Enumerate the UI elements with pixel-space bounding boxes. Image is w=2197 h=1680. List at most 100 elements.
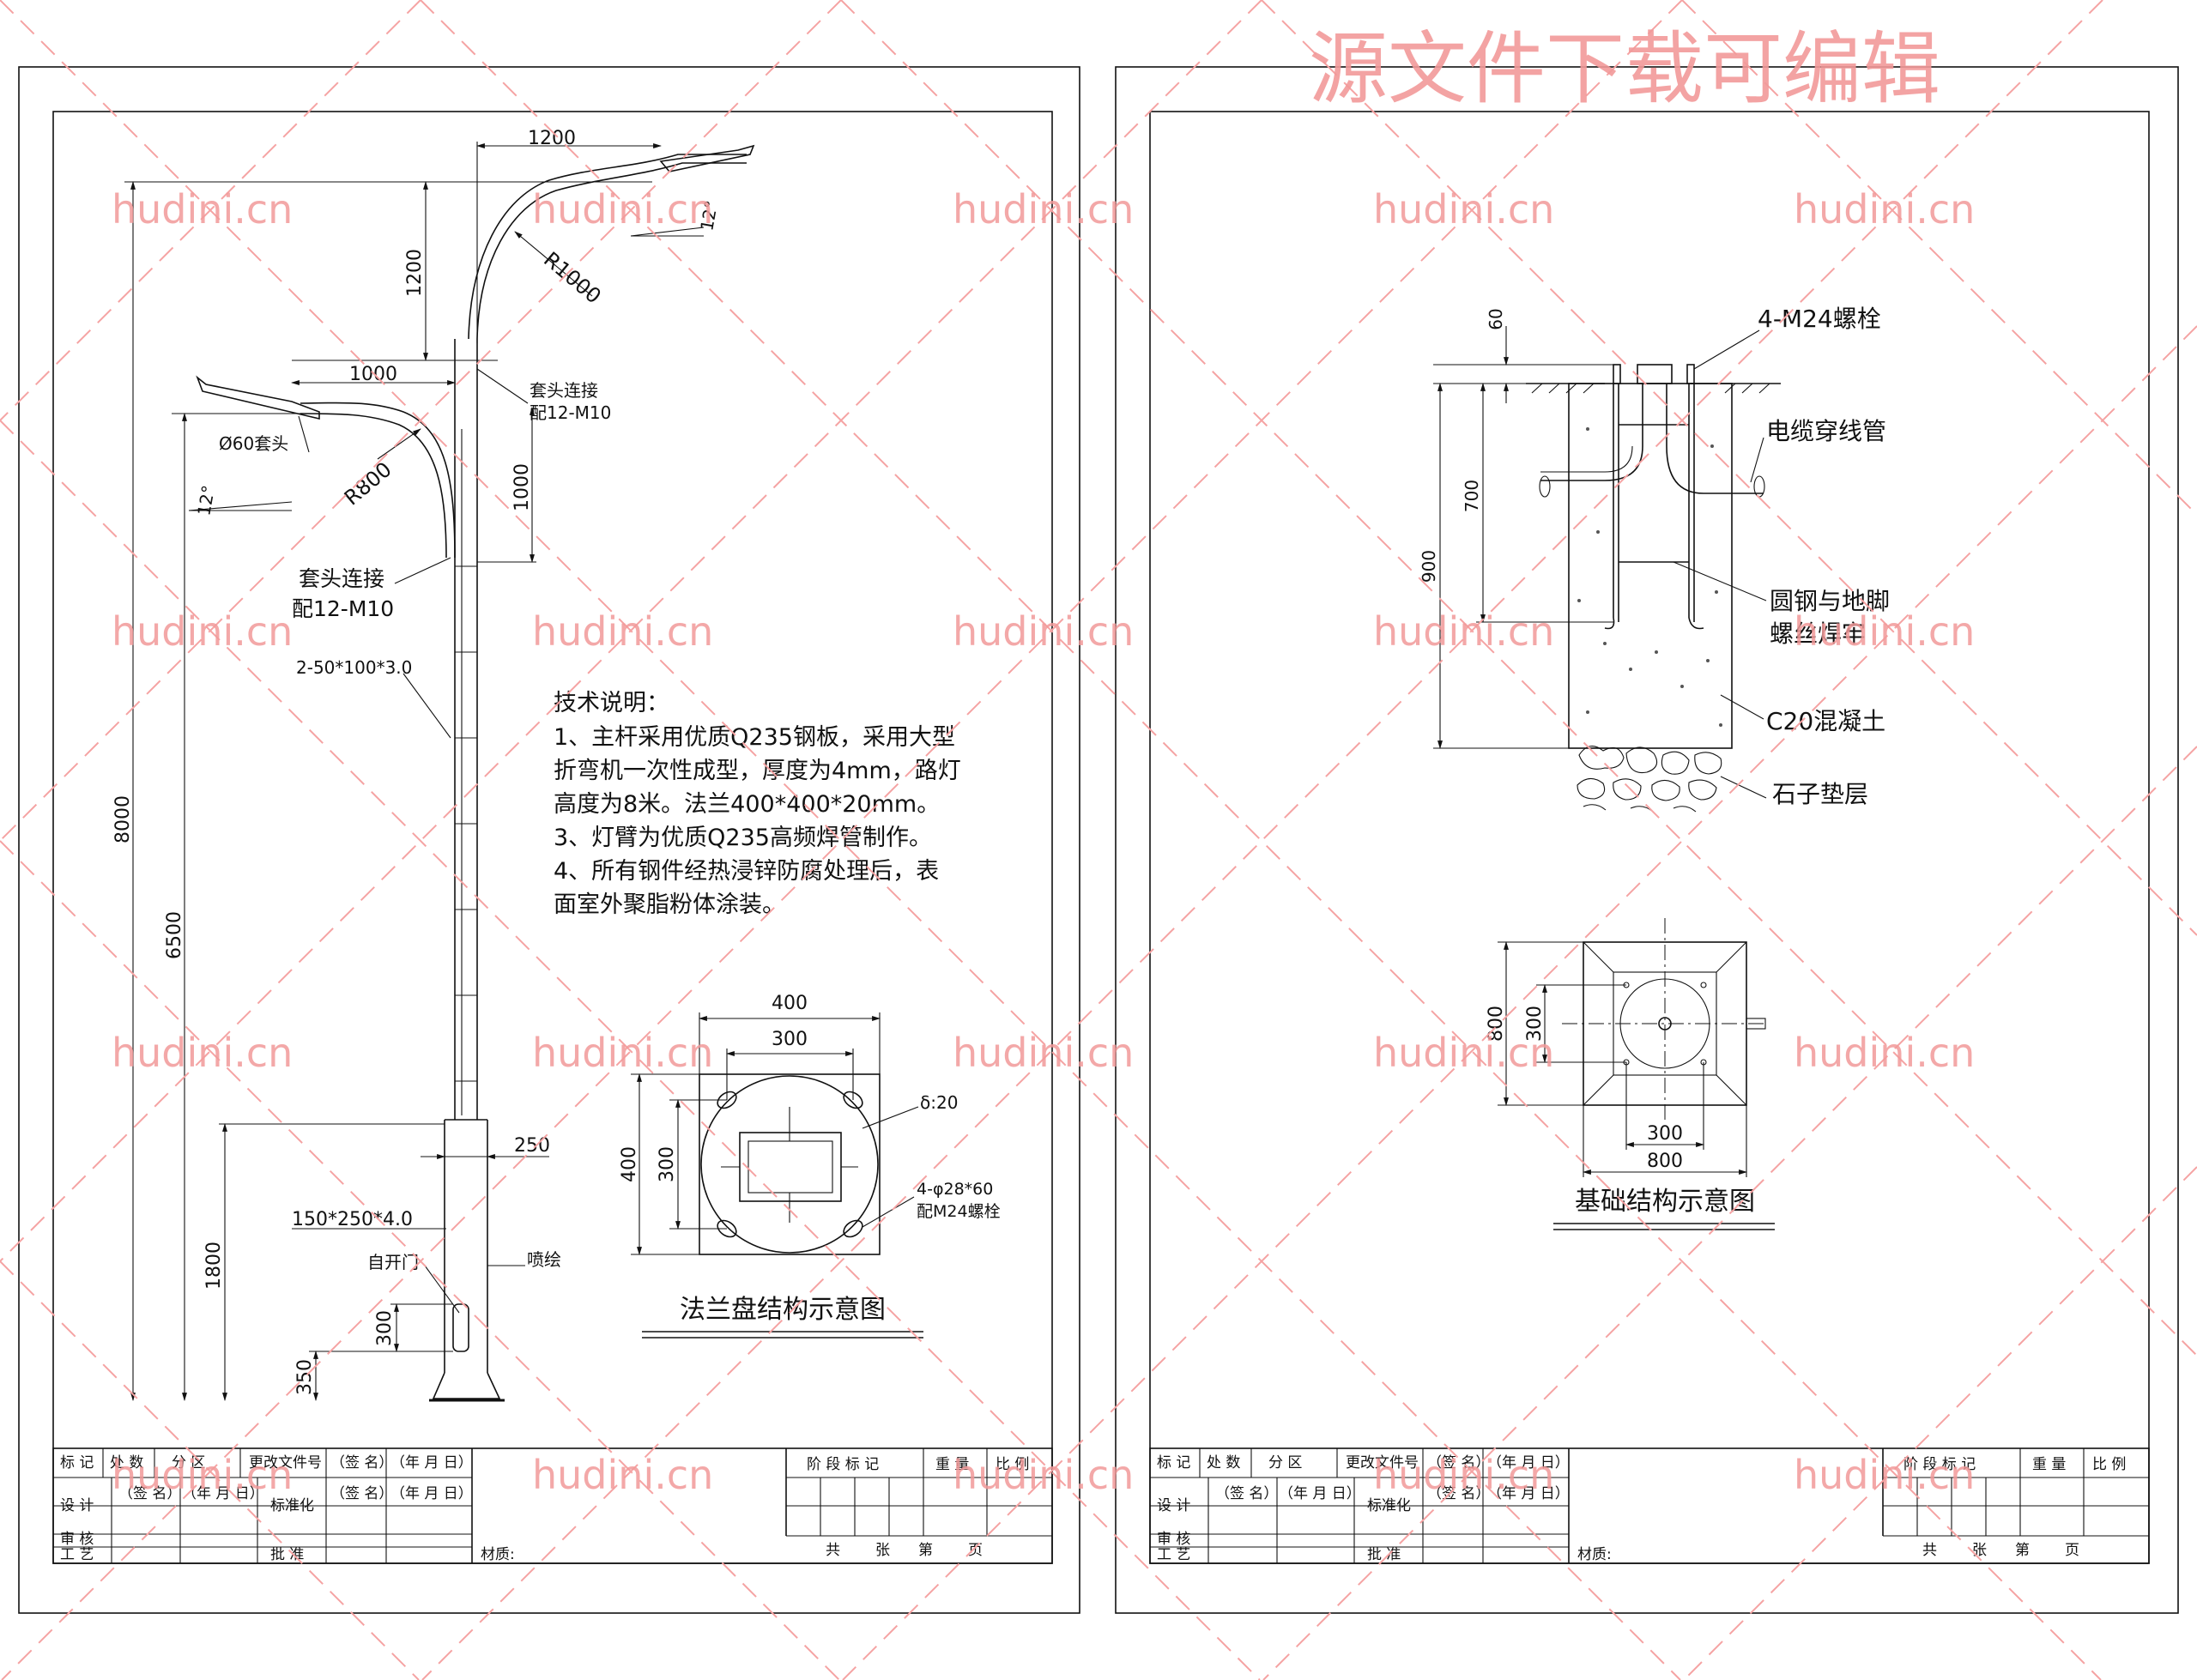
flange-dim-400-top: 400 bbox=[772, 993, 808, 1014]
dim-1000-left: 1000 bbox=[349, 364, 397, 385]
tb-r-r1-1: 处 数 bbox=[1207, 1454, 1240, 1472]
tb-l-stage: 阶 段 标 记 bbox=[807, 1456, 879, 1473]
sheet-frames bbox=[18, 66, 2179, 1614]
technical-notes: 技术说明： 1、主杆采用优质Q235钢板，采用大型 折弯机一次性成型，厚度为4m… bbox=[554, 690, 961, 918]
label-section-lower: 150*250*4.0 bbox=[292, 1209, 413, 1230]
foundation-dim-700: 700 bbox=[1462, 480, 1482, 512]
wm-14: hudini.cn bbox=[1794, 1030, 1975, 1076]
tb-r-r2-2: （年 月 日） bbox=[1279, 1485, 1361, 1502]
wm-2: hudini.cn bbox=[953, 186, 1134, 233]
foundation-dim-60: 60 bbox=[1486, 308, 1506, 329]
tb-l-r2-2: （年 月 日） bbox=[182, 1485, 264, 1502]
plan-dim-800-side: 800 bbox=[1486, 1006, 1507, 1042]
label-sleeve-mid-1: 套头连接 bbox=[299, 566, 384, 591]
tb-l-r2-1: （签 名） bbox=[118, 1485, 181, 1502]
label-weld-2: 螺丝焊牢 bbox=[1770, 619, 1866, 648]
tb-l-r2-3: 标准化 bbox=[270, 1497, 314, 1514]
label-gravel: 石子垫层 bbox=[1772, 780, 1868, 808]
tb-r-page: 页 bbox=[2065, 1542, 2079, 1559]
wm-12: hudini.cn bbox=[953, 1030, 1134, 1076]
dim-1800: 1800 bbox=[203, 1242, 225, 1290]
notes-line-3: 高度为8米。法兰400*400*20mm。 bbox=[554, 791, 940, 818]
tb-r-r2-0: 设 计 bbox=[1157, 1497, 1190, 1514]
dim-r800: R800 bbox=[340, 457, 396, 511]
wm-5: hudini.cn bbox=[112, 608, 293, 655]
tb-l-r2-0: 设 计 bbox=[60, 1497, 94, 1514]
tb-r-sheet: 张 bbox=[1972, 1542, 1987, 1559]
foundation-dim-900: 900 bbox=[1419, 550, 1439, 583]
tb-l-pageno: 第 bbox=[918, 1542, 933, 1559]
title-block-right: 标 记 处 数 分 区 更改文件号 （签 名） （年 月 日） 设 计 （签 名… bbox=[1149, 1447, 2150, 1564]
wm-13: hudini.cn bbox=[1373, 1030, 1554, 1076]
wm-19: hudini.cn bbox=[1794, 1452, 1975, 1498]
tb-l-total: 共 bbox=[826, 1542, 840, 1559]
tb-l-r1-1: 处 数 bbox=[110, 1454, 143, 1472]
notes-line-4: 3、灯臂为优质Q235高频焊管制作。 bbox=[554, 825, 932, 851]
label-weld-1: 圆钢与地脚 bbox=[1770, 587, 1890, 615]
plan-dim-300-side: 300 bbox=[1524, 1006, 1546, 1042]
plan-dim-300-bottom: 300 bbox=[1647, 1123, 1683, 1145]
wm-6: hudini.cn bbox=[532, 608, 713, 655]
label-sleeve-top-2: 配12-M10 bbox=[530, 402, 611, 423]
foundation-plan: 800 300 300 800 基础结构示意图 bbox=[1486, 918, 1775, 1230]
label-section-upper: 2-50*100*3.0 bbox=[296, 657, 412, 678]
flange-dim-300-side: 300 bbox=[657, 1146, 678, 1182]
label-paint: 喷绘 bbox=[527, 1249, 561, 1270]
flange-hole-1: 4-φ28*60 bbox=[917, 1180, 993, 1199]
angle-left: 12° bbox=[193, 484, 219, 517]
wm-11: hudini.cn bbox=[532, 1030, 713, 1076]
tb-l-r1-3: 更改文件号 bbox=[249, 1454, 322, 1472]
label-sleeve-top-1: 套头连接 bbox=[530, 380, 598, 401]
tb-l-weight: 重 量 bbox=[935, 1456, 969, 1473]
wm-9: hudini.cn bbox=[1794, 608, 1975, 655]
tb-r-r1-3: 更改文件号 bbox=[1346, 1454, 1419, 1472]
notes-line-6: 面室外聚脂粉体涂装。 bbox=[554, 891, 785, 918]
label-door: 自开门 bbox=[367, 1252, 419, 1272]
flange-hole-2: 配M24螺栓 bbox=[917, 1202, 1001, 1221]
tb-l-r2-5: （年 月 日） bbox=[390, 1485, 473, 1502]
wm-7: hudini.cn bbox=[953, 608, 1134, 655]
flange-dim-400-side: 400 bbox=[619, 1146, 640, 1182]
tb-l-r4-0: 工 艺 bbox=[60, 1546, 94, 1563]
plan-dim-800-bottom: 800 bbox=[1647, 1151, 1683, 1172]
wm-3: hudini.cn bbox=[1373, 186, 1554, 233]
flange-caption: 法兰盘结构示意图 bbox=[680, 1295, 886, 1325]
tb-l-r1-5: （年 月 日） bbox=[390, 1454, 473, 1472]
label-conduit: 电缆穿线管 bbox=[1766, 417, 1886, 445]
wm-15: hudini.cn bbox=[112, 1452, 293, 1498]
tb-l-r1-4: （签 名） bbox=[330, 1454, 393, 1472]
watermark-banner: 源文件下载可编辑 bbox=[1309, 23, 1940, 115]
flange-dim-300-top: 300 bbox=[772, 1029, 808, 1050]
dim-door-300: 300 bbox=[374, 1310, 396, 1346]
flange-diagram: 400 300 400 300 δ:20 4-φ28*60 配M24螺栓 法兰盘… bbox=[619, 993, 1001, 1339]
pole-labels: 套头连接 配12-M10 Ø60套头 套头连接 配12-M10 2-50*100… bbox=[219, 368, 611, 1314]
tb-r-scale: 比 例 bbox=[2092, 1456, 2126, 1473]
tb-l-r4-1: 批 准 bbox=[270, 1546, 304, 1563]
tb-r-r2-5: （年 月 日） bbox=[1487, 1485, 1570, 1502]
tb-r-r1-2: 分 区 bbox=[1268, 1454, 1302, 1472]
tb-r-total: 共 bbox=[1922, 1542, 1937, 1559]
notes-line-1: 1、主杆采用优质Q235钢板，采用大型 bbox=[554, 724, 955, 751]
dim-1200-rise: 1200 bbox=[404, 249, 426, 297]
tb-r-material: 材质: bbox=[1577, 1546, 1612, 1563]
tb-l-page: 页 bbox=[968, 1542, 983, 1559]
pole-drawing bbox=[196, 144, 755, 1402]
tb-r-r4-1: 批 准 bbox=[1367, 1546, 1401, 1563]
tb-r-stage: 阶 段 标 记 bbox=[1903, 1456, 1976, 1473]
notes-line-5: 4、所有钢件经热浸锌防腐处理后，表 bbox=[554, 858, 939, 885]
tb-r-weight: 重 量 bbox=[2032, 1456, 2066, 1473]
label-sleeve-mid-2: 配12-M10 bbox=[292, 596, 394, 621]
tb-l-r2-4: （签 名） bbox=[330, 1485, 393, 1502]
tb-l-material: 材质: bbox=[481, 1546, 515, 1563]
tb-r-r1-0: 标 记 bbox=[1157, 1454, 1190, 1472]
tb-l-sheet: 张 bbox=[875, 1542, 890, 1559]
dim-r1000: R1000 bbox=[539, 247, 606, 308]
tb-r-r4-0: 工 艺 bbox=[1157, 1546, 1190, 1563]
tb-r-pageno: 第 bbox=[2015, 1542, 2030, 1559]
dim-1000-vertical: 1000 bbox=[511, 463, 533, 511]
wm-1: hudini.cn bbox=[532, 186, 713, 233]
dim-350: 350 bbox=[294, 1359, 316, 1395]
tb-r-r2-3: 标准化 bbox=[1367, 1497, 1411, 1514]
tb-r-r1-4: （签 名） bbox=[1427, 1454, 1490, 1472]
tb-l-r1-0: 标 记 bbox=[60, 1454, 94, 1472]
